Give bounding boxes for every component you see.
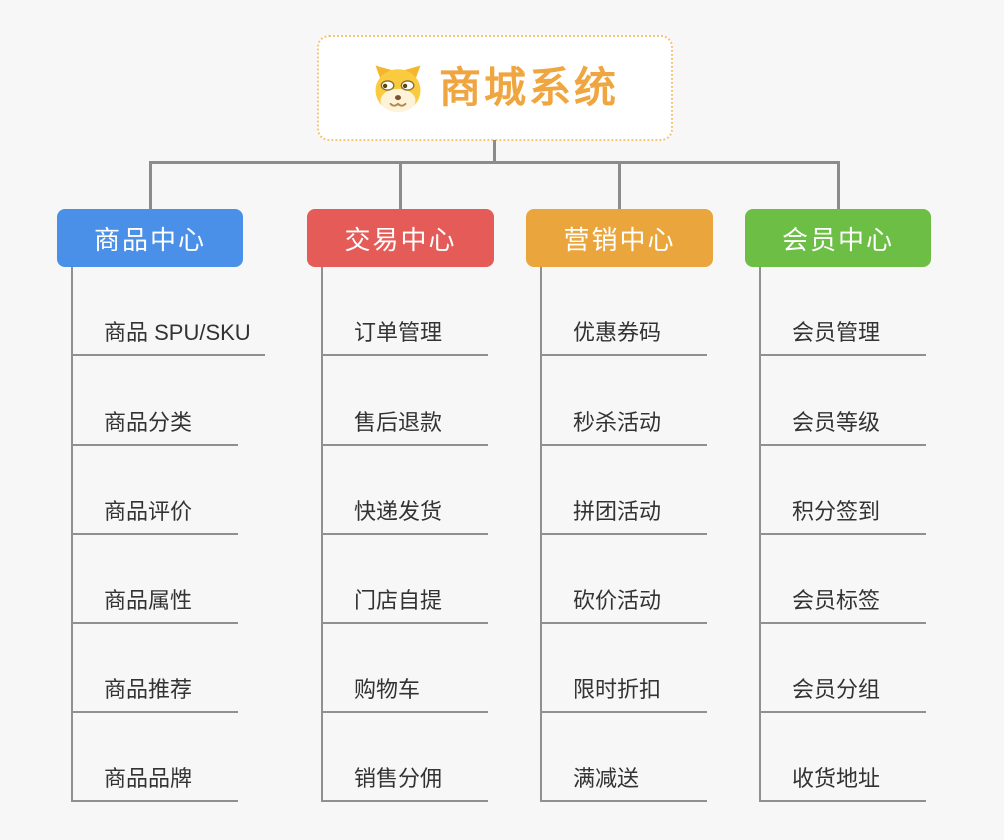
connector-root-stem [493, 140, 496, 163]
branch-header-trade-center[interactable]: 交易中心 [307, 209, 494, 267]
subtopic-order-management[interactable]: 订单管理 [321, 314, 488, 356]
doge-icon [375, 65, 421, 113]
subtopic-aftersale-refund[interactable]: 售后退款 [321, 404, 488, 446]
subtopic-label: 会员标签 [792, 587, 881, 613]
root-title: 商城系统 [438, 64, 619, 111]
subtopic-spend-and-save[interactable]: 满减送 [540, 760, 707, 802]
subtopic-label: 拼团活动 [573, 498, 662, 524]
connector-drop-1 [149, 161, 152, 211]
subtopic-group-buy[interactable]: 拼团活动 [540, 493, 707, 535]
branch-trade-center: 交易中心 订单管理 售后退款 快递发货 门店自提 购物车 销售分佣 [307, 209, 494, 809]
subtopic-bargain-activity[interactable]: 砍价活动 [540, 582, 707, 624]
subtopic-label: 售后退款 [354, 409, 443, 435]
connector-drop-4 [837, 161, 840, 211]
subtopic-coupon-code[interactable]: 优惠券码 [540, 314, 707, 356]
subtopic-product-review[interactable]: 商品评价 [71, 493, 238, 535]
connector-drop-2 [399, 161, 402, 211]
branch-product-center: 商品中心 商品 SPU/SKU 商品分类 商品评价 商品属性 商品推荐 商品品牌 [57, 209, 265, 809]
subtopic-label: 商品分类 [104, 409, 193, 435]
subtopic-label: 订单管理 [354, 319, 443, 345]
subtopic-label: 收货地址 [792, 765, 881, 791]
subtopic-label: 积分签到 [792, 498, 881, 524]
subtopic-product-recommend[interactable]: 商品推荐 [71, 671, 238, 713]
subtopic-label: 优惠券码 [573, 319, 662, 345]
branch-header-product-center[interactable]: 商品中心 [57, 209, 243, 267]
subtopic-label: 门店自提 [354, 587, 443, 613]
subtopic-label: 会员分组 [792, 676, 881, 702]
connector-horizontal [149, 161, 840, 164]
subtopic-express-delivery[interactable]: 快递发货 [321, 493, 488, 535]
subtopic-label: 商品评价 [104, 498, 193, 524]
subtopic-label: 砍价活动 [573, 587, 662, 613]
subtopic-label: 商品属性 [104, 587, 193, 613]
root-topic[interactable]: 商城系统 [317, 35, 673, 141]
branch-member-center: 会员中心 会员管理 会员等级 积分签到 会员标签 会员分组 收货地址 [745, 209, 931, 809]
subtopic-product-spu-sku[interactable]: 商品 SPU/SKU [71, 314, 265, 356]
subtopic-label: 会员管理 [792, 319, 881, 345]
subtopic-store-pickup[interactable]: 门店自提 [321, 582, 488, 624]
subtopic-shopping-cart[interactable]: 购物车 [321, 671, 488, 713]
subtopic-label: 购物车 [354, 676, 421, 702]
subtopic-product-category[interactable]: 商品分类 [71, 404, 238, 446]
subtopic-label: 会员等级 [792, 409, 881, 435]
branch-marketing-center: 营销中心 优惠券码 秒杀活动 拼团活动 砍价活动 限时折扣 满减送 [526, 209, 713, 809]
subtopic-member-tag[interactable]: 会员标签 [759, 582, 926, 624]
subtopic-label: 商品 SPU/SKU [104, 319, 251, 345]
subtopic-label: 销售分佣 [354, 765, 443, 791]
subtopic-member-management[interactable]: 会员管理 [759, 314, 926, 356]
subtopic-member-level[interactable]: 会员等级 [759, 404, 926, 446]
subtopic-member-group[interactable]: 会员分组 [759, 671, 926, 713]
subtopic-label: 限时折扣 [573, 676, 662, 702]
subtopic-flash-sale[interactable]: 秒杀活动 [540, 404, 707, 446]
subtopic-points-checkin[interactable]: 积分签到 [759, 493, 926, 535]
branch-header-member-center[interactable]: 会员中心 [745, 209, 931, 267]
subtopic-limited-time-discount[interactable]: 限时折扣 [540, 671, 707, 713]
subtopic-sales-commission[interactable]: 销售分佣 [321, 760, 488, 802]
subtopic-label: 商品品牌 [104, 765, 193, 791]
subtopic-shipping-address[interactable]: 收货地址 [759, 760, 926, 802]
subtopic-label: 商品推荐 [104, 676, 193, 702]
branch-header-marketing-center[interactable]: 营销中心 [526, 209, 713, 267]
subtopic-label: 秒杀活动 [573, 409, 662, 435]
subtopic-label: 快递发货 [354, 498, 443, 524]
subtopic-label: 满减送 [573, 765, 640, 791]
subtopic-product-attribute[interactable]: 商品属性 [71, 582, 238, 624]
connector-drop-3 [618, 161, 621, 211]
subtopic-product-brand[interactable]: 商品品牌 [71, 760, 238, 802]
